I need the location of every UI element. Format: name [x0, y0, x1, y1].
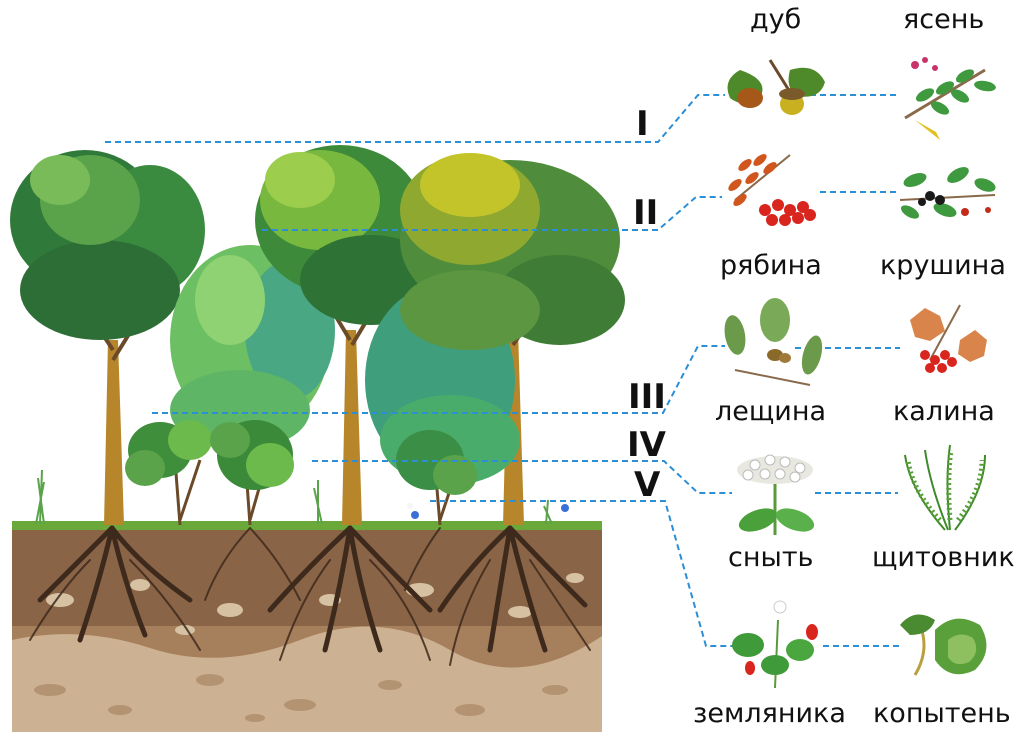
plant-label-rowan: рябина: [720, 250, 822, 281]
ground-herbs: [35, 469, 569, 525]
plant-label-oak: дуб: [750, 4, 802, 35]
strawberry-illustration: [732, 600, 818, 689]
plant-label-viburnum: калина: [893, 396, 995, 427]
shrubs: [125, 420, 477, 526]
layer-guide-lines: [105, 94, 900, 647]
plant-label-wild-ginger: копытень: [873, 698, 1011, 729]
plant-label-buckthorn: крушина: [880, 250, 1006, 281]
layer-numeral-2: II: [633, 193, 659, 233]
layer-numeral-5: V: [634, 465, 661, 505]
plant-label-strawberry: земляника: [693, 698, 846, 729]
tree-roots: [29, 525, 591, 666]
oak-illustration: [727, 59, 825, 115]
tree-canopy-1: [10, 150, 205, 340]
hazel-illustration: [724, 298, 823, 386]
goutweed-illustration: [737, 454, 815, 535]
buckthorn-illustration: [899, 167, 996, 219]
tree-canopy-5: [400, 153, 625, 350]
viburnum-illustration: [910, 304, 987, 373]
ash-illustration: [904, 57, 996, 140]
rowan-illustration: [728, 154, 816, 226]
plant-label-ash: ясень: [903, 4, 985, 35]
plant-label-goutweed: сныть: [728, 542, 814, 573]
wild-ginger-illustration: [900, 614, 987, 676]
layer-numeral-4: IV: [627, 425, 666, 465]
tree-canopy-3: [255, 145, 440, 325]
layer-numeral-3: III: [628, 377, 666, 417]
soil-cross-section: [12, 521, 602, 732]
shield-fern-illustration: [904, 444, 986, 531]
plant-label-hazel: лещина: [715, 396, 827, 427]
layer-numeral-1: I: [636, 104, 649, 144]
plant-label-shield-fern: щитовник: [872, 542, 1015, 573]
